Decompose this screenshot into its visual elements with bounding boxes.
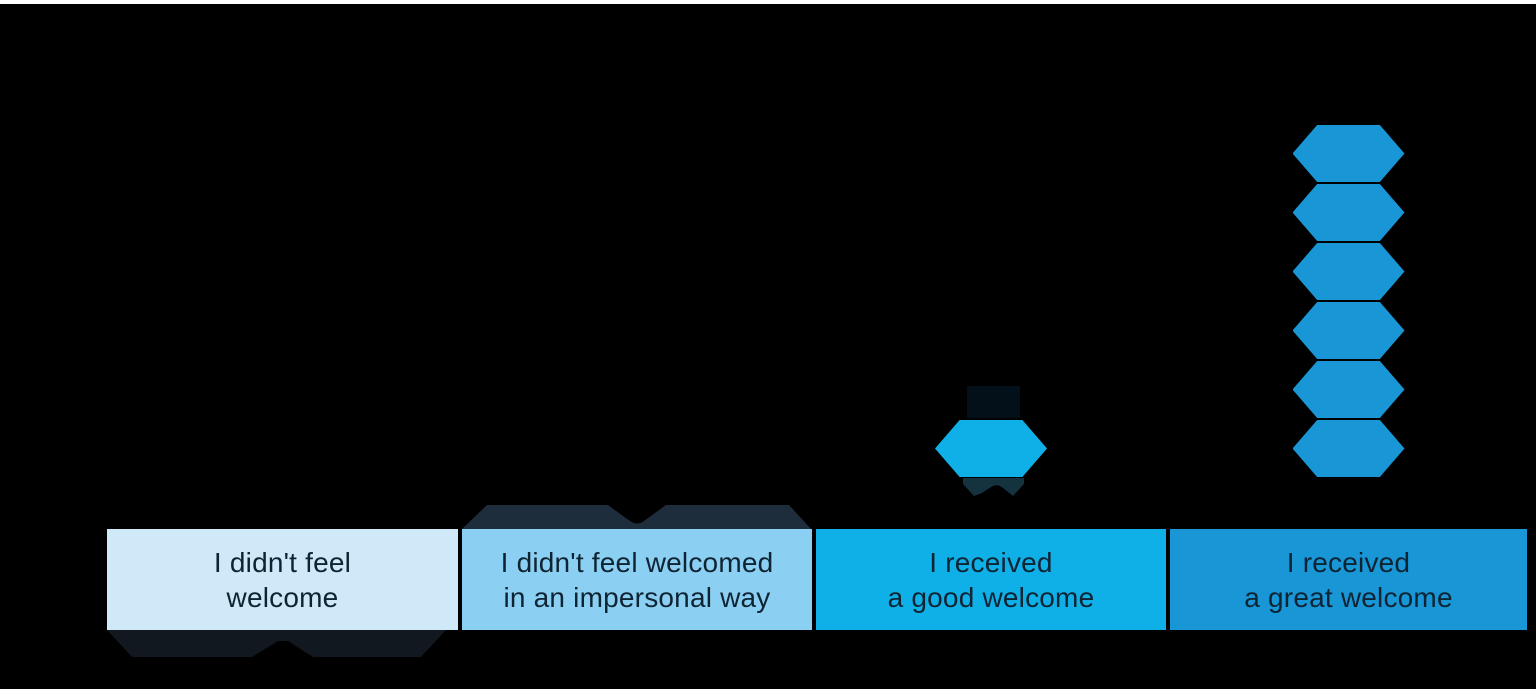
category-label-line: I didn't feel welcomed [500,546,774,578]
hexagon-token [1292,125,1405,182]
top-border-strip [0,0,1536,4]
hexagon-token [1292,420,1405,477]
category-label-line: I received [929,546,1053,578]
hexagon-token [1292,184,1405,241]
category-label-line: a good welcome [887,581,1095,613]
category-label-line: I received [1286,546,1411,578]
category-bar-welcomed-impersonal-way: I didn't feel welcomed in an impersonal … [462,529,812,630]
hexagon-token [1292,243,1405,300]
category-label-line: I didn't feel [213,546,352,578]
category-label-line: a great welcome [1244,581,1453,613]
hexagon-token [935,420,1047,477]
hexagon-token [1292,302,1405,359]
category-label-line: welcome [226,581,339,613]
category-bar-didnt-feel-welcome: I didn't feel welcome [107,529,458,630]
category-bar-good-welcome: I received a good welcome [816,529,1166,630]
hexagon-token [1292,361,1405,418]
category-label-line: in an impersonal way [503,581,771,613]
category-bar-great-welcome: I received a great welcome [1170,529,1527,630]
